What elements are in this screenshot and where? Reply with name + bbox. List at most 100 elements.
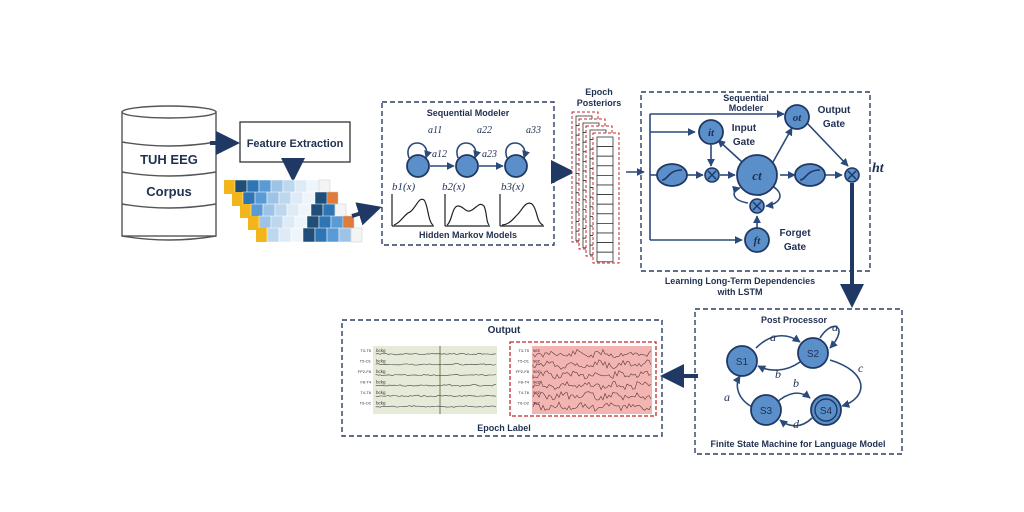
hmm-b3: b3(x) [501,181,525,193]
input-gate-symbol: it [708,127,715,139]
eeg-trace-right [532,401,652,412]
hmm-emission-plot-1 [391,194,434,227]
eeg-tag-right: sez [533,401,541,406]
fsm-edge-s3-s1 [732,375,755,409]
feature-extraction-label: Feature Extraction [247,138,344,150]
feature-cell-start [248,216,259,230]
feature-cell [278,227,292,243]
eeg-tag-left: bckg [376,390,386,395]
corpus-label-1: TUH EEG [140,152,198,167]
hmm-self-loop-2 [456,142,481,159]
output-box [341,319,663,437]
forget-gate-symbol: ft [754,235,762,247]
posterior-cell [596,251,614,263]
hmm-state-2 [455,154,479,178]
fsm-s2-label: S2 [807,349,820,360]
posterior-cell [596,165,614,176]
input-gate-node [698,119,724,145]
output-caption: Epoch Label [477,423,531,433]
feature-cell [290,227,304,243]
posterior-cell [596,203,614,215]
input-gate-label-1: Input [732,123,757,134]
wire-cell-to-input-gate [717,139,743,163]
lstm-title-1: Sequential [723,93,769,103]
corpus-database: TUH EEG Corpus [121,105,217,241]
eeg-trace-left [375,352,497,356]
hmm-state-1 [406,154,430,178]
eeg-trace-right [532,348,652,359]
eeg-trace-right [532,370,652,380]
fsm-state-s2 [797,337,829,369]
fsm-edge-s2-s4 [829,359,862,408]
corpus-label-2: Corpus [146,184,192,199]
hmm-state-3 [504,154,528,178]
fsm-edge-s3-s4 [775,390,811,404]
hmm-self-loop-3 [505,142,530,159]
eeg-channel-label-left: F8-T4 [360,380,371,385]
eeg-tag-left: bckg [376,401,386,406]
posterior-cell [596,222,614,234]
forget-multiply-icon [749,198,765,214]
eeg-channel-label-left: T6-O2 [360,401,372,406]
wire-output-gate-to-mult [805,121,849,167]
feature-matrix-stack [224,179,363,243]
eeg-tag-right: sez [533,369,541,374]
posterior-cell [596,174,614,186]
hmm-a23: a23 [482,149,497,160]
hmm-a11: a11 [428,125,442,136]
hmm-a33: a33 [526,125,541,136]
eeg-trace-left [375,384,497,387]
hmm-b1: b1(x) [392,181,416,193]
feature-cell-start [232,192,243,206]
post-processor-title: Post Processor [761,315,828,325]
cell-state-symbol: ct [752,168,762,183]
fsm-graph: S1 S2 S3 S4 a a b c b d a [724,320,864,431]
fsm-state-s1 [726,345,758,377]
eeg-channel-label-right: T4-T6 [518,390,529,395]
eeg-tag-left: bckg [376,348,386,353]
cell-state-node [736,154,778,196]
posterior-cell [596,155,614,167]
eeg-tag-left: bckg [376,359,386,364]
epoch-posteriors-label-2: Posteriors [577,98,622,108]
eeg-channel-label-left: T5-O1 [360,359,372,364]
feature-cell [326,227,340,243]
eeg-seizure-panel [532,346,652,414]
eeg-trace-left [375,363,497,366]
feature-cell [314,227,328,243]
forget-gate-node [744,227,770,253]
fsm-edge-s2-loop [819,325,840,349]
posterior-cell [596,184,614,196]
lstm-caption-2: with LSTM [717,287,763,297]
eeg-channel-label-right: F8-T4 [518,380,529,385]
input-multiply-icon [704,167,720,183]
fsm-s3-label: S3 [760,406,773,417]
hmm-caption: Hidden Markov Models [419,230,517,240]
eeg-trace-left [375,394,497,398]
eeg-tag-left: bckg [376,380,386,385]
posterior-cell [596,194,614,205]
eeg-trace-right [532,359,652,370]
feature-cell-start [256,228,267,242]
feature-cell-start [224,180,235,194]
wire-forget-mult-to-cell [732,185,749,204]
hmm-a12: a12 [432,149,447,160]
fsm-edge-label-s3-s4: b [793,376,799,390]
eeg-tag-left: bckg [376,369,386,374]
hmm-a22: a22 [477,125,492,136]
output-squash-icon [794,163,826,187]
input-gate-label-2: Gate [733,137,756,148]
hmm-title: Sequential Modeler [427,108,510,118]
forget-gate-label-1: Forget [779,228,811,239]
hmm-b2: b2(x) [442,181,466,193]
fsm-state-s3 [750,394,782,426]
eeg-background-panel [373,346,497,414]
hmm-self-loop-1 [407,142,432,159]
output-gate-label-1: Output [818,105,851,116]
epoch-posteriors-stack [571,111,620,264]
eeg-tag-right: sez [533,359,541,364]
input-squash-icon [656,163,688,187]
arrow-features-to-hmm [351,202,382,226]
